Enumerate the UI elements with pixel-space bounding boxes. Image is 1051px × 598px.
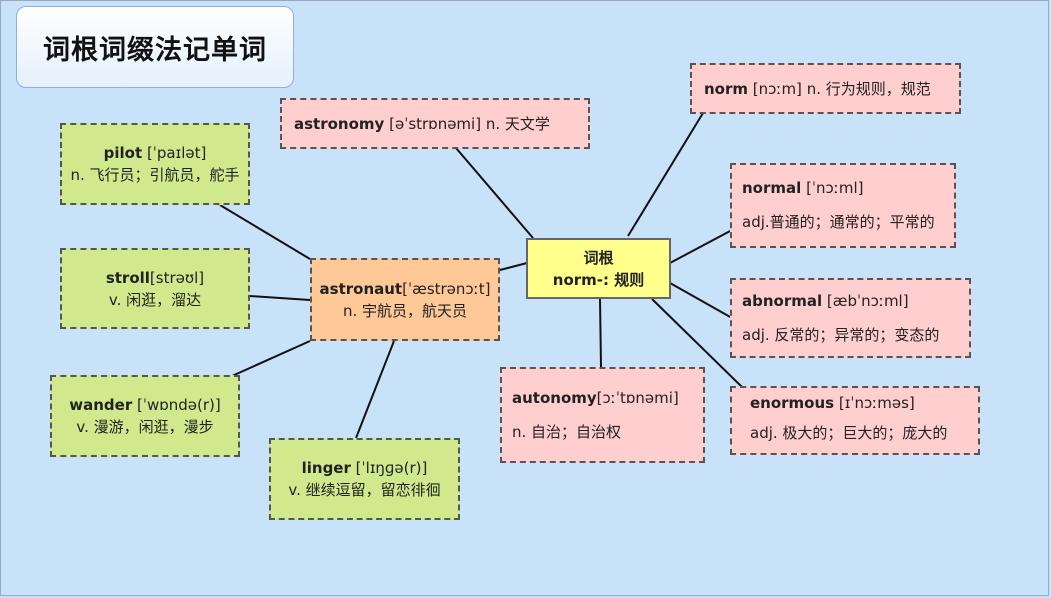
word: wander bbox=[69, 396, 133, 414]
phonetic: [æbˈnɔːml] bbox=[826, 292, 909, 310]
meaning: v. 闲逛，溜达 bbox=[108, 290, 202, 309]
meaning: n. 自治；自治权 bbox=[512, 423, 622, 441]
word-node-wander: wander [ˈwɒndə(r)] v. 漫游，闲逛，漫步 bbox=[50, 375, 240, 457]
word: stroll bbox=[105, 268, 150, 287]
phonetic: [ɔːˈtɒnəmi] bbox=[596, 389, 679, 407]
phonetic: [ɪˈnɔːməs] bbox=[838, 394, 915, 412]
word-node-astronomy: astronomy [əˈstrɒnəmi] n. 天文学 bbox=[280, 98, 590, 149]
phonetic: [ˈpaɪlət] bbox=[146, 144, 207, 162]
word: pilot bbox=[103, 144, 143, 162]
word-node-abnormal: abnormal [æbˈnɔːml] adj. 反常的；异常的；变态的 bbox=[730, 278, 971, 358]
word-node-normal: normal [ˈnɔːml] adj.普通的；通常的；平常的 bbox=[730, 163, 956, 248]
link-astronaut-wander bbox=[231, 340, 311, 377]
meaning: n. 飞行员；引航员，舵手 bbox=[70, 166, 240, 184]
word: autonomy bbox=[512, 389, 597, 407]
link-astronaut-linger bbox=[355, 340, 395, 439]
meaning: adj. 极大的；巨大的；庞大的 bbox=[750, 424, 948, 442]
meaning: v. 继续逗留，留恋徘徊 bbox=[288, 481, 441, 499]
word-node-enormous: enormous [ɪˈnɔːməs] adj. 极大的；巨大的；庞大的 bbox=[730, 386, 980, 455]
word: astronomy bbox=[294, 114, 385, 133]
root-label: 词根 bbox=[583, 248, 614, 267]
word-node-stroll: stroll[strəʊl] v. 闲逛，溜达 bbox=[60, 248, 250, 329]
phonetic: [ˈnɔːml] bbox=[806, 179, 864, 197]
link-root-autonomy bbox=[599, 298, 602, 368]
meaning: n. 行为规则，规范 bbox=[806, 79, 931, 98]
word-node-astronaut: astronaut[ˈæstrənɔːt] n. 宇航员，航天员 bbox=[310, 258, 500, 341]
page-title: 词根词缀法记单词 bbox=[16, 6, 294, 88]
link-astronaut-stroll bbox=[249, 295, 311, 301]
link-root-astronaut bbox=[499, 262, 528, 271]
root-node: 词根 norm-: 规则 bbox=[526, 238, 671, 299]
link-root-abnormal bbox=[669, 282, 733, 319]
word: enormous bbox=[750, 394, 835, 412]
link-astronaut-pilot bbox=[219, 204, 311, 260]
word-node-pilot: pilot [ˈpaɪlət] n. 飞行员；引航员，舵手 bbox=[60, 123, 250, 205]
word-node-autonomy: autonomy[ɔːˈtɒnəmi] n. 自治；自治权 bbox=[500, 367, 705, 463]
phonetic: [ˈwɒndə(r)] bbox=[137, 396, 221, 414]
link-root-enormous bbox=[651, 298, 743, 388]
word: linger bbox=[301, 459, 351, 477]
phonetic: [əˈstrɒnəmi] bbox=[389, 114, 482, 133]
phonetic: [strəʊl] bbox=[149, 268, 205, 287]
meaning: v. 漫游，闲逛，漫步 bbox=[76, 418, 214, 436]
meaning: n. 宇航员，航天员 bbox=[342, 301, 468, 320]
word-node-norm: norm [nɔːm] n. 行为规则，规范 bbox=[690, 63, 961, 114]
phonetic: [nɔːm] bbox=[752, 79, 802, 98]
link-root-norm bbox=[627, 112, 704, 237]
word: norm bbox=[704, 79, 749, 98]
meaning: adj. 反常的；异常的；变态的 bbox=[742, 326, 940, 344]
link-root-normal bbox=[669, 229, 733, 264]
word: abnormal bbox=[742, 292, 823, 310]
word: astronaut bbox=[319, 279, 403, 298]
link-root-astronomy bbox=[455, 147, 534, 239]
phonetic: [ˈlɪŋɡə(r)] bbox=[355, 459, 428, 477]
word-node-linger: linger [ˈlɪŋɡə(r)] v. 继续逗留，留恋徘徊 bbox=[269, 438, 460, 520]
root-meaning: norm-: 规则 bbox=[552, 270, 645, 289]
word: normal bbox=[742, 179, 802, 197]
meaning: adj.普通的；通常的；平常的 bbox=[742, 213, 935, 231]
phonetic: [ˈæstrənɔːt] bbox=[402, 279, 491, 298]
meaning: n. 天文学 bbox=[485, 114, 550, 133]
